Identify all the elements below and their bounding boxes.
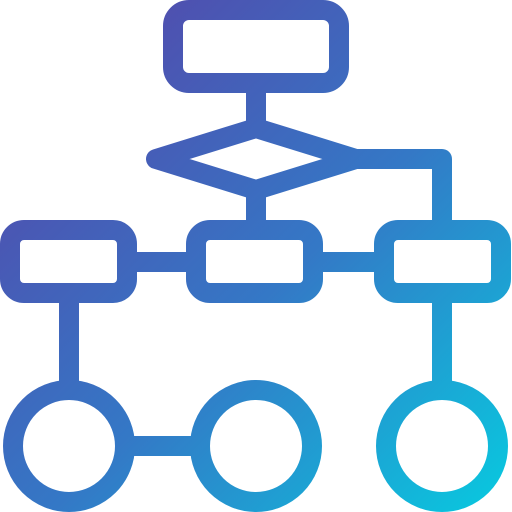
top-process-box — [163, 0, 349, 93]
right-terminal-circle — [376, 380, 508, 512]
connector-decision-to-right — [346, 149, 452, 240]
left-terminal-circle — [3, 380, 135, 512]
middle-terminal-circle — [190, 380, 322, 512]
middle-process-box — [186, 220, 323, 303]
